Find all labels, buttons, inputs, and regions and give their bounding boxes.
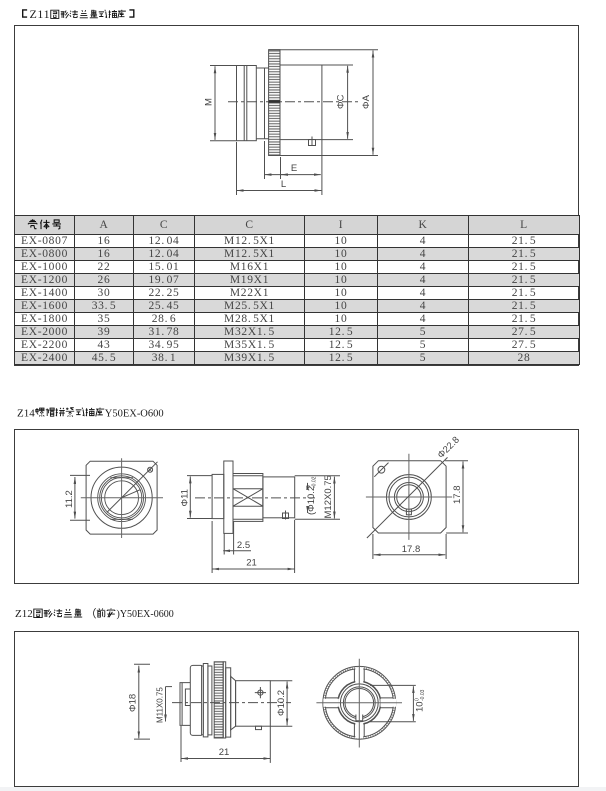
svg-text:L: L [281, 179, 286, 190]
svg-text:0: 0 [414, 698, 420, 701]
svg-text:-0.03: -0.03 [420, 689, 426, 701]
svg-text:11.2: 11.2 [64, 490, 75, 508]
svg-text:ΦC: ΦC [336, 94, 347, 109]
svg-text:0: 0 [306, 485, 312, 488]
svg-text:-0.02: -0.02 [311, 476, 317, 488]
svg-text:M11X0.75: M11X0.75 [156, 687, 165, 723]
svg-text:M12X0.75: M12X0.75 [323, 475, 334, 518]
svg-text:17.8: 17.8 [452, 486, 463, 505]
svg-text:21: 21 [246, 558, 257, 569]
svg-text:21: 21 [219, 747, 230, 758]
svg-text:ΦA: ΦA [361, 94, 372, 109]
svg-text:M: M [204, 98, 215, 106]
svg-text:10: 10 [414, 701, 425, 712]
svg-text:Φ22.8: Φ22.8 [436, 435, 462, 461]
svg-text:E: E [291, 163, 297, 174]
svg-text:2.5: 2.5 [237, 540, 250, 551]
svg-text:17.8: 17.8 [402, 544, 421, 555]
svg-text:Φ18: Φ18 [128, 694, 139, 712]
svg-text:(Φ10.2: (Φ10.2 [306, 486, 317, 515]
svg-text:Φ11: Φ11 [179, 489, 190, 506]
